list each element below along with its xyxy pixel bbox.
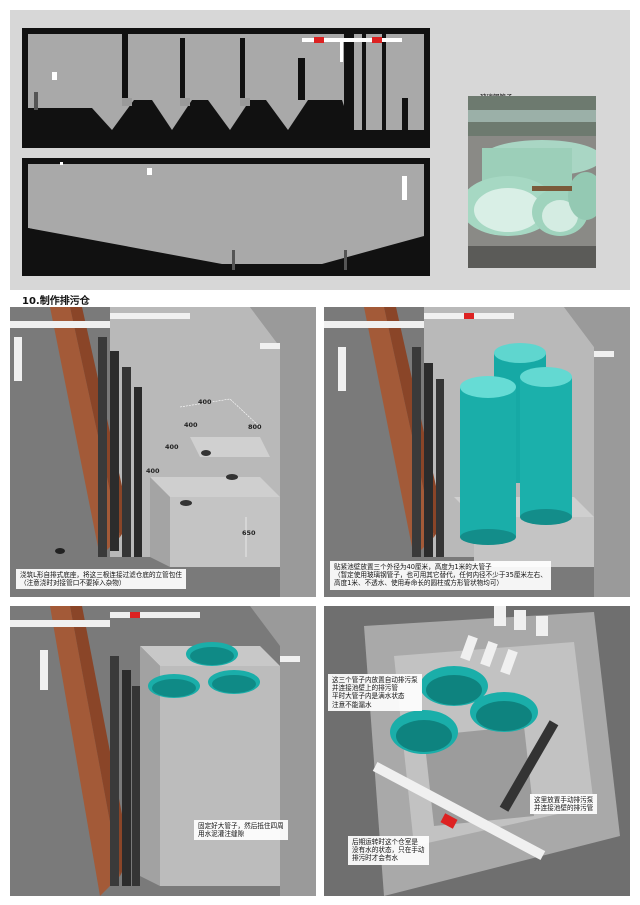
- caption-line: （暂定使用玻璃钢管子，也可用其它替代，任何内径不少于35厘米左右、: [334, 571, 547, 580]
- caption-line: 用水泥灌注缝隙: [198, 830, 245, 839]
- caption-line: 后期运转时这个仓室是: [352, 838, 418, 846]
- caption-line: 没有水的状态，只在手动: [352, 846, 425, 855]
- caption-line: 平时大管子内是满水状态: [332, 692, 405, 701]
- step-1-caption: 浇筑L形自排式底座，将这三根连接过滤仓底的立管包住 （注意浇时对接管口不要掉入杂…: [16, 569, 186, 590]
- caption-line: 这里放置手动排污泵: [534, 796, 594, 804]
- top-drawing-panel: 玻璃钢管子: [10, 10, 630, 290]
- step-3-caption: 固定好大管子，然后抵住四周 用水泥灌注缝隙: [194, 820, 288, 841]
- dimension-label: 400: [146, 467, 160, 475]
- step-panel-3: 固定好大管子，然后抵住四周 用水泥灌注缝隙: [10, 606, 316, 896]
- caption-line: 注意不能漏水: [332, 700, 372, 709]
- manual-pump-caption: 这里放置手动排污泵 并连接池壁的排污管: [530, 794, 598, 815]
- caption-line: 贴紧池壁放置三个外径为40厘米，高度为1米的大管子: [334, 563, 492, 571]
- caption-line: 并连接池壁上的排污管: [332, 684, 398, 693]
- fiberglass-pipe-photo: [468, 96, 596, 268]
- tank-section-drawing: [22, 28, 430, 148]
- section-heading: 10.制作排污仓: [22, 296, 90, 307]
- step-4-illustration: [324, 606, 630, 896]
- caption-line: 这三个管子内放置自动排污泵: [332, 676, 418, 684]
- caption-line: （注意浇时对接管口不要掉入杂物）: [20, 579, 126, 588]
- caption-line: 高度1米、不透水、使用寿命长的圆柱或方形管状物均可）: [334, 579, 504, 588]
- caption-line: 并连接池壁的排污管: [534, 804, 594, 813]
- dimension-label: 400: [184, 421, 198, 429]
- dimension-label: 800: [248, 423, 262, 431]
- caption-line: 浇筑L形自排式底座，将这三根连接过滤仓底的立管包住: [20, 571, 182, 579]
- dimension-label: 650: [242, 529, 256, 537]
- step-2-illustration: [324, 307, 630, 597]
- caption-line: 排污时才会有水: [352, 854, 399, 863]
- step-panel-1: 400 400 400 800 400 650 浇筑L形自排式底座，将这三根连接…: [10, 307, 316, 597]
- step-3-illustration: [10, 606, 316, 896]
- step-panel-4: 这三个管子内放置自动排污泵 并连接池壁上的排污管 平时大管子内是满水状态 注意不…: [324, 606, 630, 896]
- step-4-caption: 这三个管子内放置自动排污泵 并连接池壁上的排污管 平时大管子内是满水状态 注意不…: [328, 674, 422, 711]
- step-1-illustration: [10, 307, 316, 597]
- step-panel-2: 贴紧池壁放置三个外径为40厘米，高度为1米的大管子 （暂定使用玻璃钢管子，也可用…: [324, 307, 630, 597]
- step-2-caption: 贴紧池壁放置三个外径为40厘米，高度为1米的大管子 （暂定使用玻璃钢管子，也可用…: [330, 561, 551, 590]
- chamber-note-caption: 后期运转时这个仓室是 没有水的状态，只在手动 排污时才会有水: [348, 836, 429, 865]
- tank-plan-drawing: [22, 158, 430, 276]
- dimension-label: 400: [165, 443, 179, 451]
- caption-line: 固定好大管子，然后抵住四周: [198, 822, 284, 830]
- dimension-label: 400: [198, 398, 212, 406]
